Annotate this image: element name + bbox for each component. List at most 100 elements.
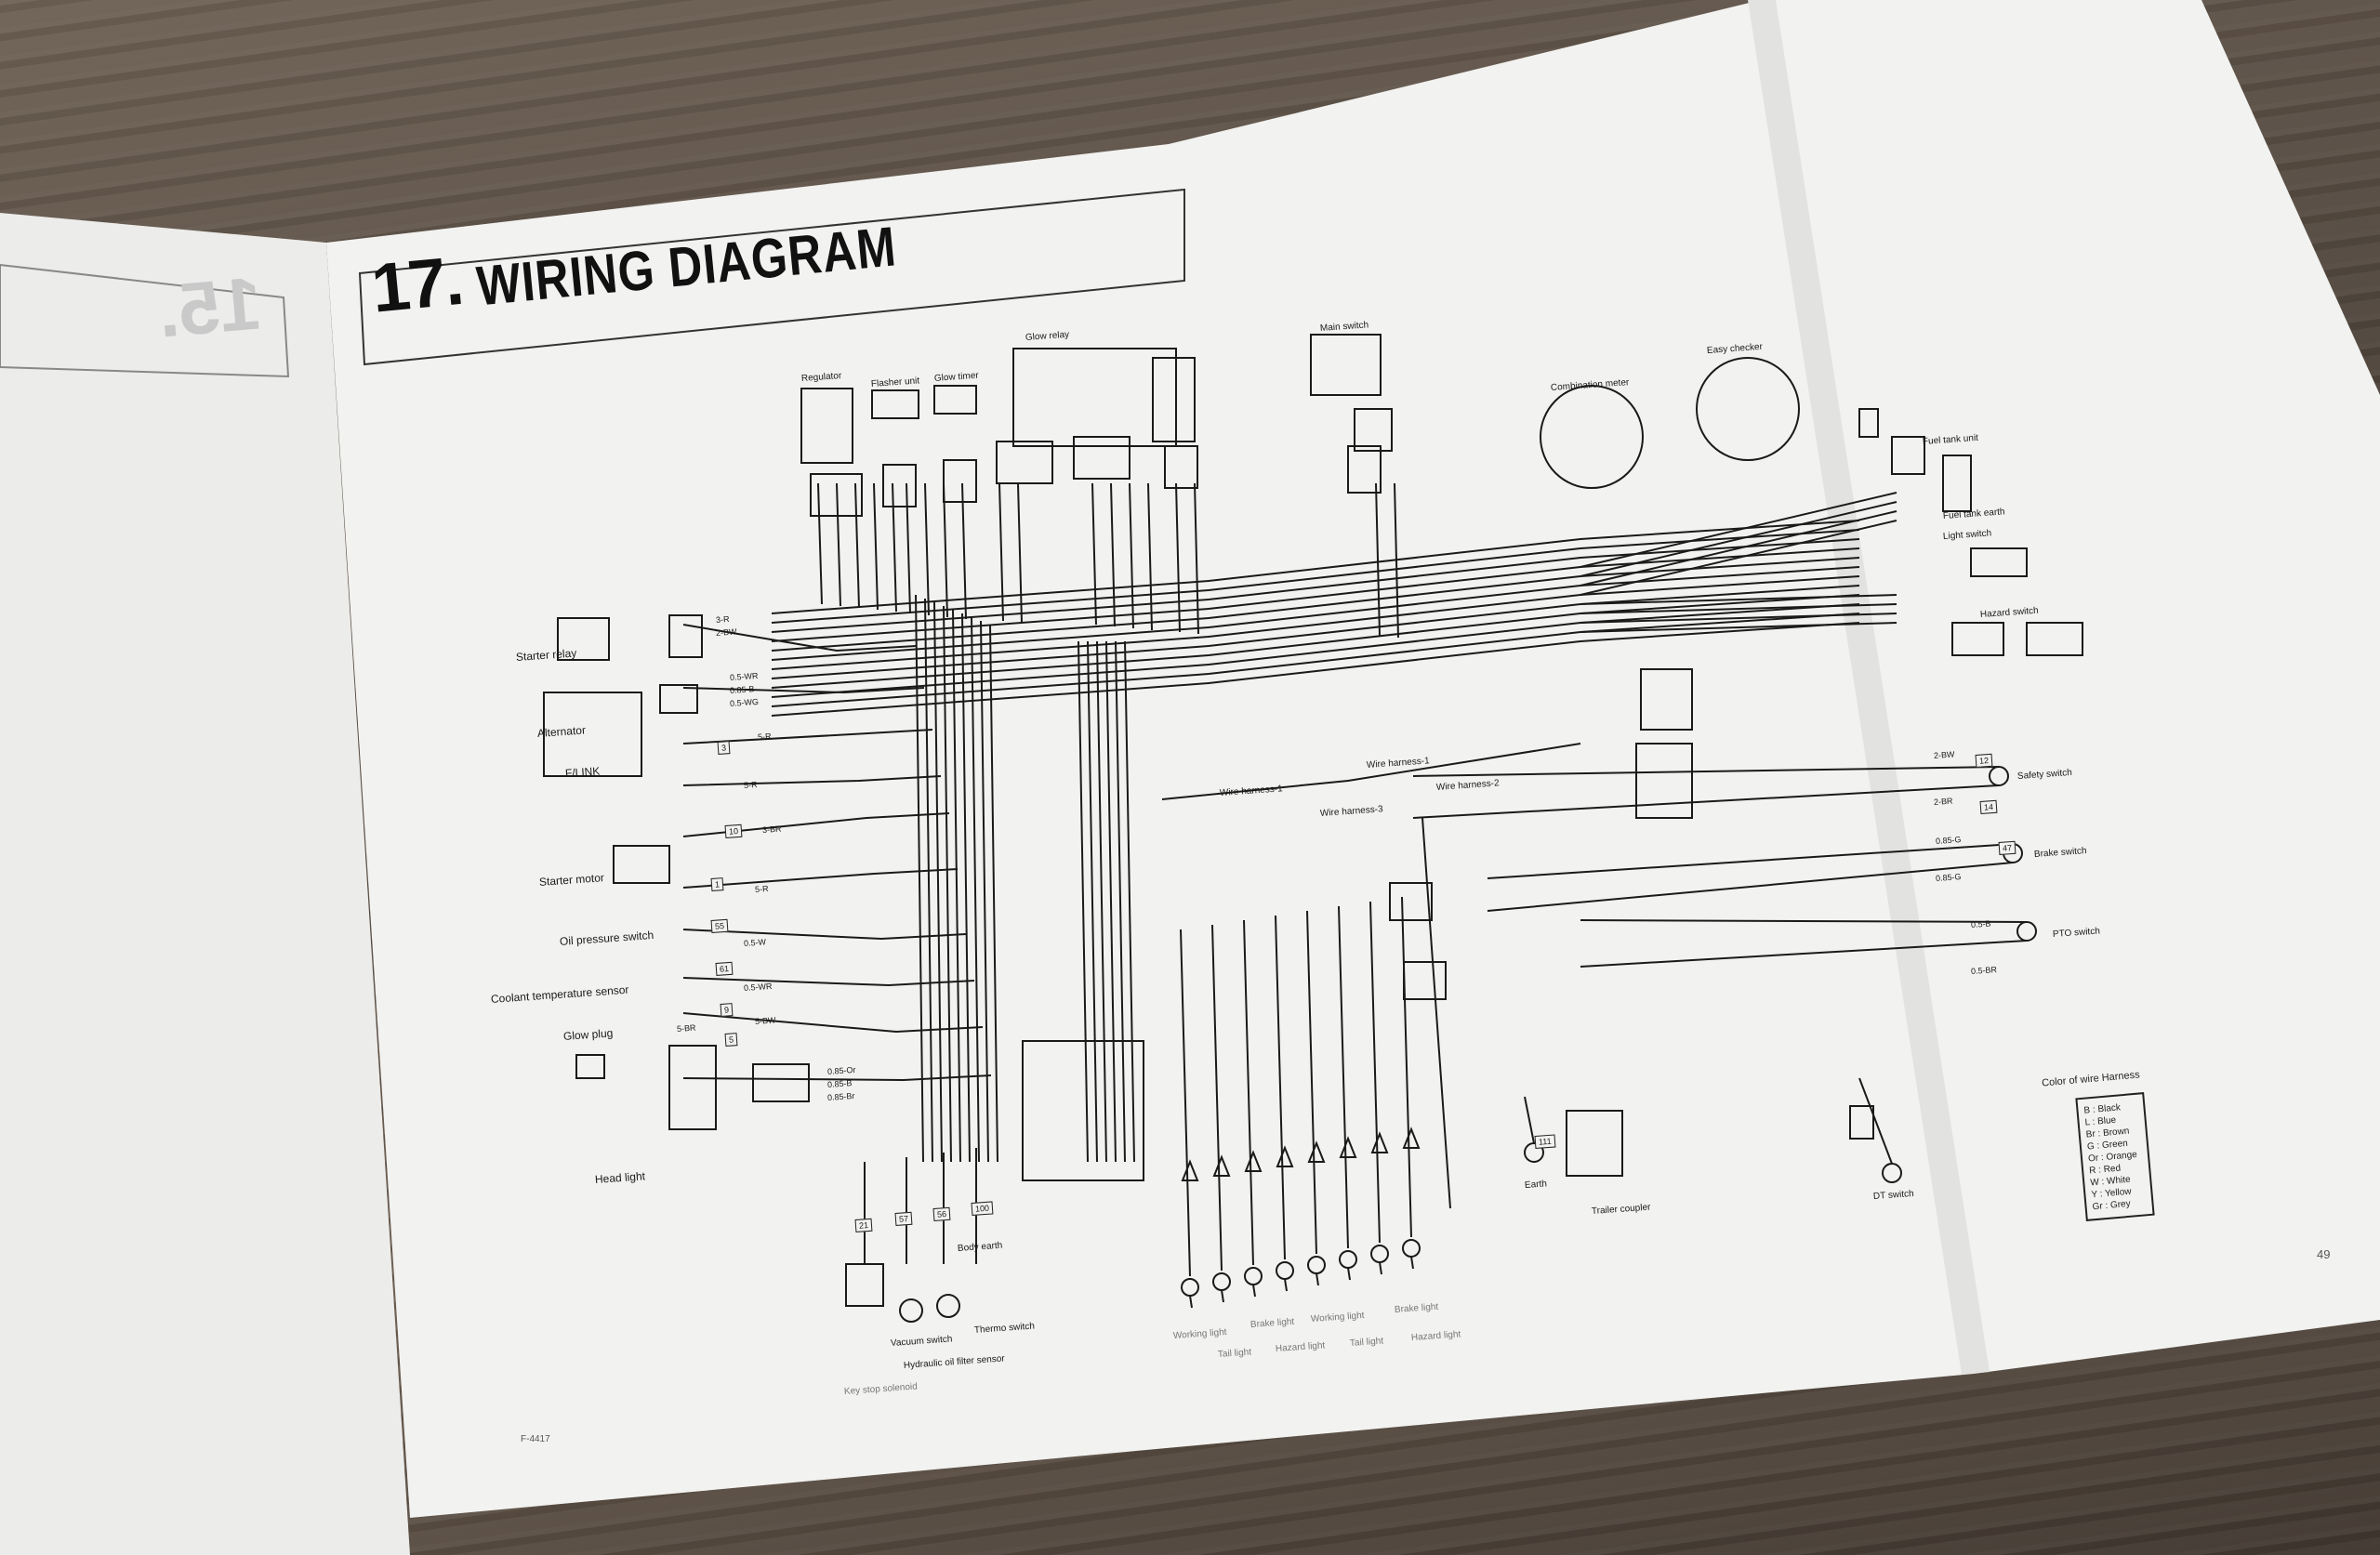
page-fold-shadow [1748, 0, 1990, 1375]
component-box [800, 388, 853, 464]
wire-drop [1091, 482, 1097, 626]
connector-number: 57 [894, 1211, 913, 1226]
wire-bundle [771, 622, 1860, 717]
component-box [1073, 436, 1130, 480]
wire-bundle [1580, 492, 1897, 568]
wiring-lines [543, 334, 2083, 1323]
left-page-heading-box [0, 263, 290, 378]
component-box [933, 385, 977, 415]
connector-number: 9 [720, 1003, 734, 1017]
wire-bundle [1580, 613, 1897, 624]
wire-code: 3-R [715, 613, 730, 625]
wire-drop [1129, 482, 1134, 629]
arrow-terminal [1402, 1127, 1421, 1149]
connector-number: 12 [1975, 753, 1993, 768]
wire [682, 687, 925, 694]
component-box [543, 692, 642, 777]
wire-code: 0.85-G [1935, 835, 1962, 846]
arrow-terminal [1244, 1150, 1263, 1172]
label-earth: Earth [1524, 1179, 1548, 1191]
wire-vertical [1124, 640, 1135, 1163]
component-box [1891, 436, 1925, 475]
wire [682, 868, 959, 889]
component-box [1970, 547, 2028, 577]
wire-vertical [989, 624, 998, 1163]
component-box [1012, 348, 1177, 447]
connector-number: 21 [854, 1218, 873, 1232]
arrow-terminal [1181, 1159, 1199, 1181]
component-box [575, 1054, 605, 1079]
wire-code: 5-R [754, 883, 769, 894]
wire-switch [1580, 919, 2028, 923]
wire [682, 977, 975, 987]
wire-code: 0.85-B [729, 684, 755, 695]
label-fusible-link: F/LINK [564, 764, 601, 780]
wire-switch [1412, 766, 2000, 777]
component-box [752, 1063, 810, 1102]
wire-vertical [1105, 640, 1117, 1163]
wire-vertical [1096, 640, 1107, 1163]
wire-switch [1412, 784, 2000, 819]
component-box [1858, 408, 1879, 438]
component-box [1640, 668, 1693, 731]
arrow-terminal [1370, 1131, 1389, 1153]
connector-number: 100 [971, 1201, 994, 1216]
component-box [1942, 455, 1972, 512]
connector-number: 3 [717, 741, 731, 755]
wire-vertical [915, 594, 924, 1163]
connector-number: 55 [710, 918, 729, 933]
wire-light [1306, 910, 1317, 1255]
wire-light [1275, 915, 1286, 1260]
wire-code: 2-BW [715, 626, 737, 638]
left-page-ghost-heading: 15. [154, 261, 265, 353]
wire [1858, 1077, 1893, 1165]
page-number: 49 [2317, 1247, 2331, 1261]
wire-code: 0.5-WR [729, 670, 759, 682]
component-box [2026, 622, 2083, 656]
wire-vertical [924, 598, 933, 1163]
component-box [996, 441, 1053, 484]
connector-number: 1 [710, 877, 724, 891]
combination-meter-dial [1540, 385, 1644, 489]
wire-bundle [771, 520, 1860, 614]
wire-bundle [1580, 622, 1897, 633]
easy-checker-dial [1696, 357, 1800, 461]
wire-code: 5-BR [676, 1022, 696, 1034]
wire-drop [817, 482, 823, 605]
wire-code: 5-BW [754, 1015, 776, 1026]
wire-drop [1394, 482, 1399, 639]
component-box [659, 684, 698, 714]
wire-light [1243, 919, 1254, 1266]
connector-number: 10 [724, 824, 743, 838]
wire-drop [892, 482, 897, 613]
wire-drop [1110, 482, 1116, 627]
connector-number: 5 [724, 1033, 738, 1047]
wire-drop [961, 482, 967, 620]
component-box [668, 614, 703, 658]
wire-drop [943, 482, 948, 618]
wire [682, 812, 950, 837]
wire-vertical [1078, 640, 1089, 1163]
harness-boundary [1421, 817, 1451, 1209]
wire-code: 3-BR [761, 824, 782, 835]
component-box [668, 1045, 717, 1130]
component-box [1951, 622, 2004, 656]
wire-light [1211, 924, 1223, 1272]
component-box [1635, 743, 1693, 819]
left-page [0, 213, 410, 1555]
component-box [1389, 882, 1433, 921]
wire-drop [924, 482, 930, 616]
wire-light [1369, 901, 1381, 1244]
arrow-terminal [1212, 1154, 1231, 1177]
component-box [882, 464, 917, 507]
wire-drop [1147, 482, 1153, 631]
connector-number: 14 [1979, 799, 1998, 814]
component-box [1022, 1040, 1144, 1181]
wire [682, 1074, 992, 1082]
connector-number: 56 [932, 1206, 951, 1221]
wire-bundle [771, 538, 1860, 633]
wire [682, 729, 933, 745]
wire-vertical [1115, 640, 1126, 1163]
